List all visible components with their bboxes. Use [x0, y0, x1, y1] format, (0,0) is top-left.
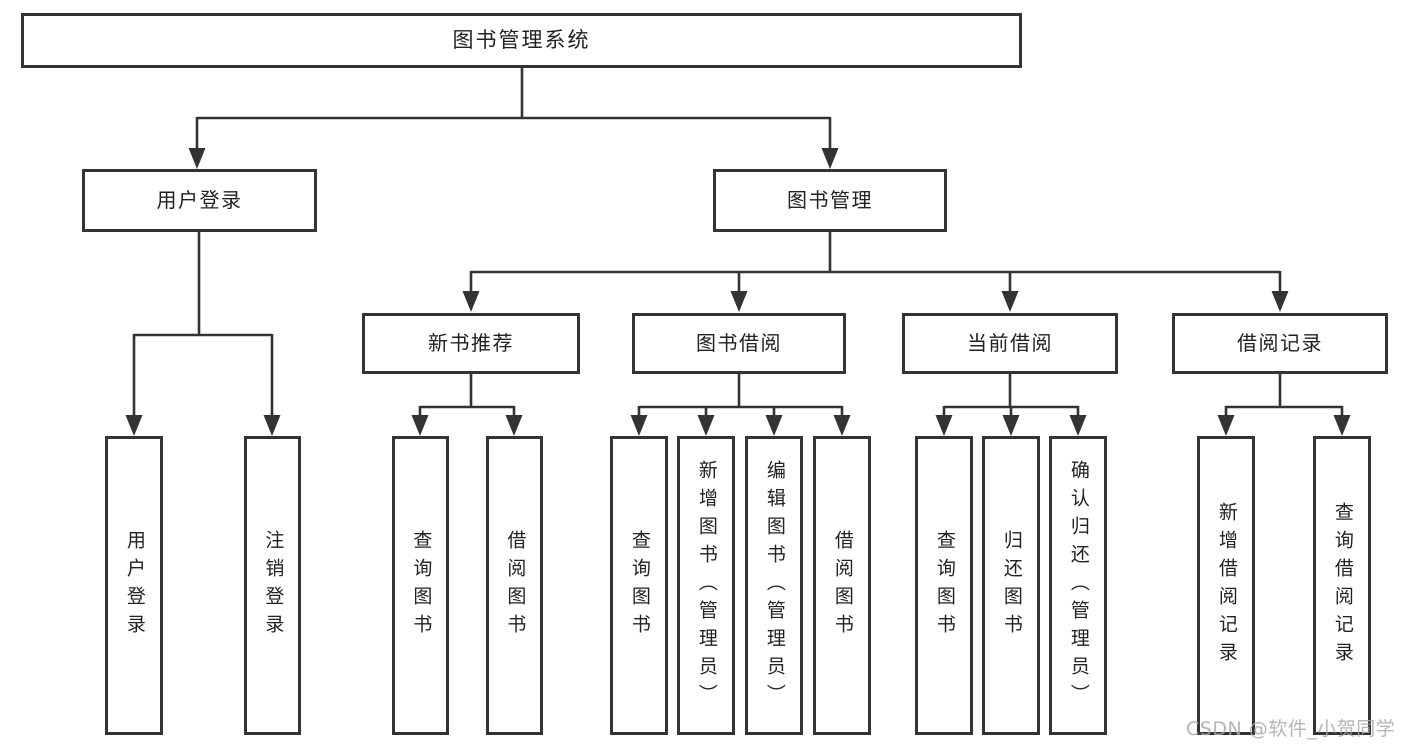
leaf-record-add-borrow-record: 新增借阅记录 [1197, 436, 1255, 735]
node-current-borrow: 当前借阅 [902, 313, 1118, 374]
leaf-borrow-borrow-books: 借阅图书 [813, 436, 871, 735]
connectors-user-login [125, 232, 281, 436]
node-borrow-records: 借阅记录 [1172, 313, 1388, 374]
leaf-borrow-query-books: 查询图书 [610, 436, 668, 735]
leaf-current-query-books: 查询图书 [915, 436, 973, 735]
node-user-login: 用户登录 [82, 169, 317, 232]
connectors-root [188, 68, 839, 169]
connectors-book-borrow [630, 374, 851, 436]
leaf-borrow-edit-books-admin: 编辑图书（管理员） [745, 436, 803, 735]
connectors-new-book [411, 374, 523, 436]
leaf-newbook-query-books: 查询图书 [392, 436, 449, 735]
leaf-current-return-books: 归还图书 [982, 436, 1040, 735]
leaf-current-confirm-return-admin: 确认归还（管理员） [1049, 436, 1107, 735]
node-new-book-recommend: 新书推荐 [362, 313, 580, 374]
node-book-borrow: 图书借阅 [632, 313, 846, 374]
leaf-borrow-add-books-admin: 新增图书（管理员） [677, 436, 735, 735]
leaf-logout-login: 注销登录 [244, 436, 301, 735]
connectors-current-borrow [935, 374, 1087, 436]
csdn-watermark: CSDN @软件_小贺同学 [1186, 718, 1396, 740]
leaf-user-login: 用户登录 [105, 436, 163, 735]
connectors-book-management [462, 232, 1289, 312]
leaf-newbook-borrow-books: 借阅图书 [486, 436, 543, 735]
leaf-record-query-borrow-record: 查询借阅记录 [1313, 436, 1371, 735]
node-book-management: 图书管理 [713, 169, 947, 232]
connectors-borrow-record [1217, 374, 1351, 436]
node-library-management-system: 图书管理系统 [21, 13, 1022, 68]
